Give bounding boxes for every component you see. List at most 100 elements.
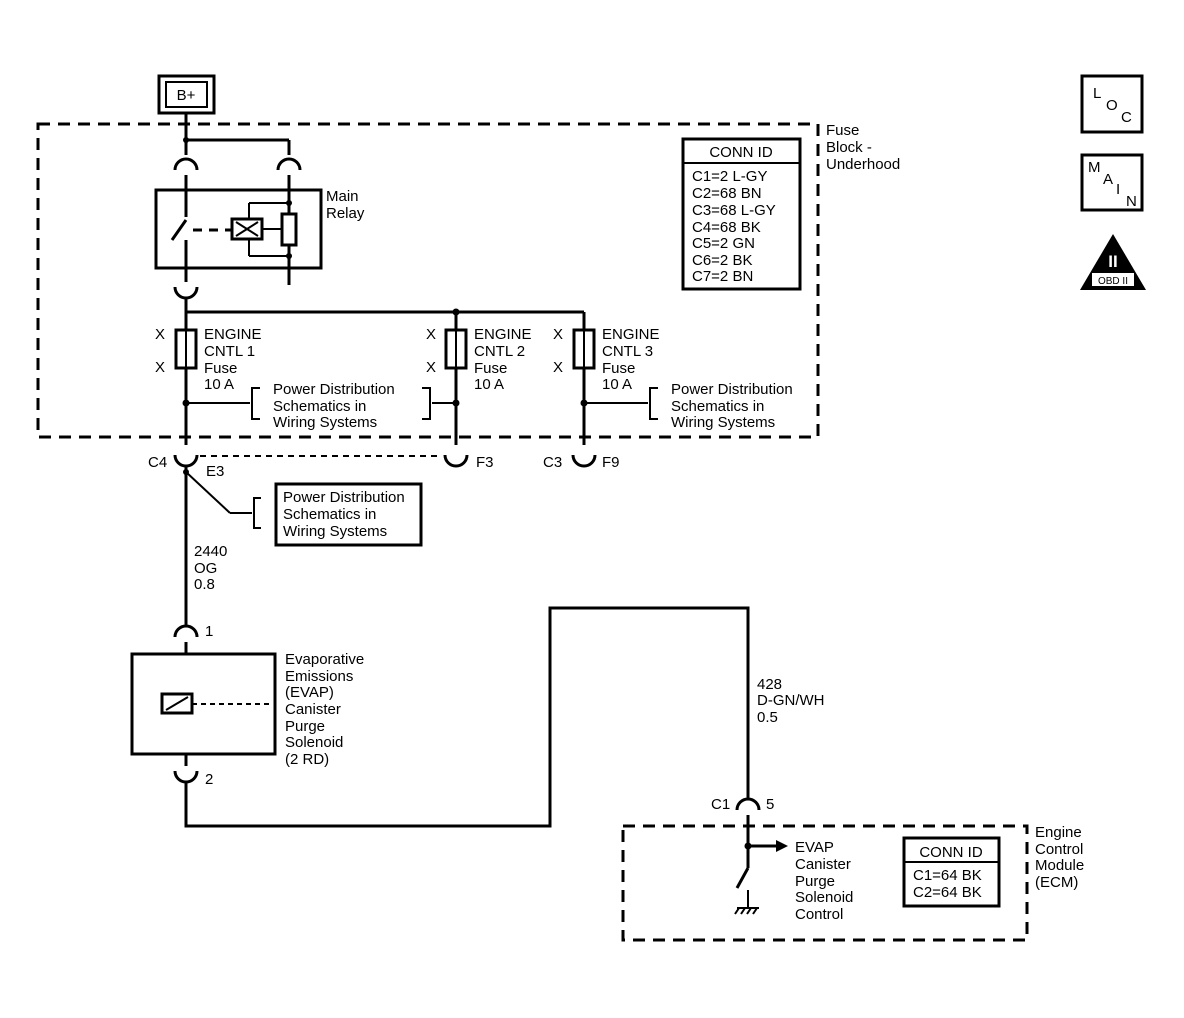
fuse-label-line-3: Fuse <box>602 360 635 377</box>
conn-id-row: C1=2 L-GY <box>692 168 767 185</box>
solenoid-label-line: Solenoid <box>285 734 343 751</box>
wire-label-line: 0.8 <box>194 576 215 593</box>
wire-label-line: 428 <box>757 676 782 693</box>
connector-symbol <box>173 157 199 171</box>
fuse-x-mark: X <box>155 359 165 376</box>
ref-line-1: Power Distribution <box>273 381 395 398</box>
fuse-label-line-4: 10 A <box>474 376 504 393</box>
fuse-label-line-2: CNTL 3 <box>602 343 653 360</box>
wire-428-label: 428 D-GN/WH 0.5 <box>757 676 825 726</box>
pin-1-label: 1 <box>205 623 213 640</box>
fuse-block-output-connectors: C4 E3 F3 C3 F9 <box>148 454 620 480</box>
connector-symbol <box>173 454 199 468</box>
wire-label-line: D-GN/WH <box>757 692 825 709</box>
fuse-label-line-1: ENGINE <box>602 326 660 343</box>
wire-label-line: 0.5 <box>757 709 778 726</box>
connector-symbol <box>276 157 302 171</box>
connector-e3-label: E3 <box>206 463 224 480</box>
fuse-x-mark: X <box>426 359 436 376</box>
fuse-x-mark: X <box>155 326 165 343</box>
solenoid-label-line: Purge <box>285 718 325 735</box>
fuse-label-line-3: Fuse <box>204 360 237 377</box>
relay-name-line-1: Main <box>326 188 359 205</box>
wire-428 <box>184 606 750 828</box>
fuse-x-mark: X <box>553 359 563 376</box>
badge-letter: M <box>1088 159 1101 176</box>
connector-c4-label: C4 <box>148 454 167 471</box>
ecm-switch-contact <box>735 867 750 889</box>
obd-label: OBD II <box>1098 276 1128 287</box>
conn-id-row: C5=2 GN <box>692 235 755 252</box>
loc-badge[interactable]: L O C <box>1080 74 1144 134</box>
conn-id-row: C6=2 BK <box>692 252 752 269</box>
ecm-name-line: (ECM) <box>1035 874 1078 891</box>
relay-switch-contact <box>170 219 188 241</box>
conn-id-row: C2=64 BK <box>913 884 982 901</box>
conn-id-row: C2=68 BN <box>692 185 762 202</box>
fuse-engine-cntl-2: X X ENGINE CNTL 2 Fuse 10 A <box>426 326 532 445</box>
connector-symbol <box>571 454 597 468</box>
ref-line-3: Wiring Systems <box>671 414 775 431</box>
badge-letter: N <box>1126 193 1137 210</box>
fuse-engine-cntl-3: X X ENGINE CNTL 3 Fuse 10 A <box>553 326 660 445</box>
wire-2440-label: 2440 OG 0.8 <box>194 543 227 593</box>
fuse-x-mark: X <box>426 326 436 343</box>
fuse-block-name-line-3: Underhood <box>826 156 900 173</box>
fuse-label-line-2: CNTL 2 <box>474 343 525 360</box>
fuse-label-line-1: ENGINE <box>474 326 532 343</box>
main-relay: Main Relay <box>154 188 365 285</box>
ref-line-2: Schematics in <box>273 398 366 415</box>
ref-line-3: Wiring Systems <box>283 523 387 540</box>
badge-letter: L <box>1093 85 1101 102</box>
ref-line-1: Power Distribution <box>283 489 405 506</box>
fuse-block-border <box>36 122 820 439</box>
ecm-control-line: Control <box>795 906 843 923</box>
ecm-control-line: EVAP <box>795 839 834 856</box>
connector-symbol <box>173 770 199 784</box>
fuse-block-label: Fuse Block - Underhood <box>826 122 900 173</box>
wire-label-line: OG <box>194 560 217 577</box>
ecm-name-line: Engine <box>1035 824 1082 841</box>
evap-canister-purge-solenoid: 1 2 Evaporative Emissions (EVAP) Caniste… <box>130 623 364 788</box>
fuse-label-line-4: 10 A <box>204 376 234 393</box>
ground-icon <box>734 907 759 915</box>
badge-letter: A <box>1103 171 1113 188</box>
battery-label: B+ <box>177 87 196 104</box>
power-distribution-ref-2: Power Distribution Schematics in Wiring … <box>580 381 793 431</box>
fuse-block-name-line-1: Fuse <box>826 122 859 139</box>
battery-feed-wires <box>173 113 302 190</box>
connector-c3-label: C3 <box>543 454 562 471</box>
connector-c1-label: C1 <box>711 796 730 813</box>
ecm-control-line: Purge <box>795 873 835 890</box>
ecm-name-line: Control <box>1035 841 1083 858</box>
badge-letter: I <box>1116 181 1120 198</box>
obd-numeral: II <box>1108 252 1117 271</box>
main-badge[interactable]: M A I N <box>1080 153 1144 212</box>
ref-line-1: Power Distribution <box>671 381 793 398</box>
badge-letter: O <box>1106 97 1118 114</box>
connector-symbol <box>735 797 761 811</box>
fuse-label-line-2: CNTL 1 <box>204 343 255 360</box>
engine-control-module: Engine Control Module (ECM) EVAP Caniste… <box>621 815 1084 942</box>
power-distribution-ref-1: Power Distribution Schematics in Wiring … <box>182 381 460 431</box>
conn-id-row: C3=68 L-GY <box>692 202 776 219</box>
connector-symbol <box>173 624 199 638</box>
power-distribution-ref-3: Power Distribution Schematics in Wiring … <box>185 471 423 547</box>
ecm-border <box>621 824 1029 942</box>
obd-ii-badge[interactable]: II OBD II <box>1080 234 1146 290</box>
solenoid-label-line: Canister <box>285 701 341 718</box>
conn-id-title: CONN ID <box>919 844 983 861</box>
pin-5-label: 5 <box>766 796 774 813</box>
conn-id-box <box>902 836 1001 908</box>
ecm-name-line: Module <box>1035 857 1084 874</box>
fuse-label-line-3: Fuse <box>474 360 507 377</box>
fuse-label-line-4: 10 A <box>602 376 632 393</box>
ref-line-3: Wiring Systems <box>273 414 377 431</box>
solenoid-label-line: (EVAP) <box>285 684 334 701</box>
ref-line-2: Schematics in <box>671 398 764 415</box>
solenoid-label-line: Emissions <box>285 668 353 685</box>
conn-id-row: C4=68 BK <box>692 219 761 236</box>
fuse-label-line-1: ENGINE <box>204 326 262 343</box>
fuse-engine-cntl-1: X X ENGINE CNTL 1 Fuse 10 A <box>155 326 262 445</box>
battery-inner-box <box>165 81 208 108</box>
